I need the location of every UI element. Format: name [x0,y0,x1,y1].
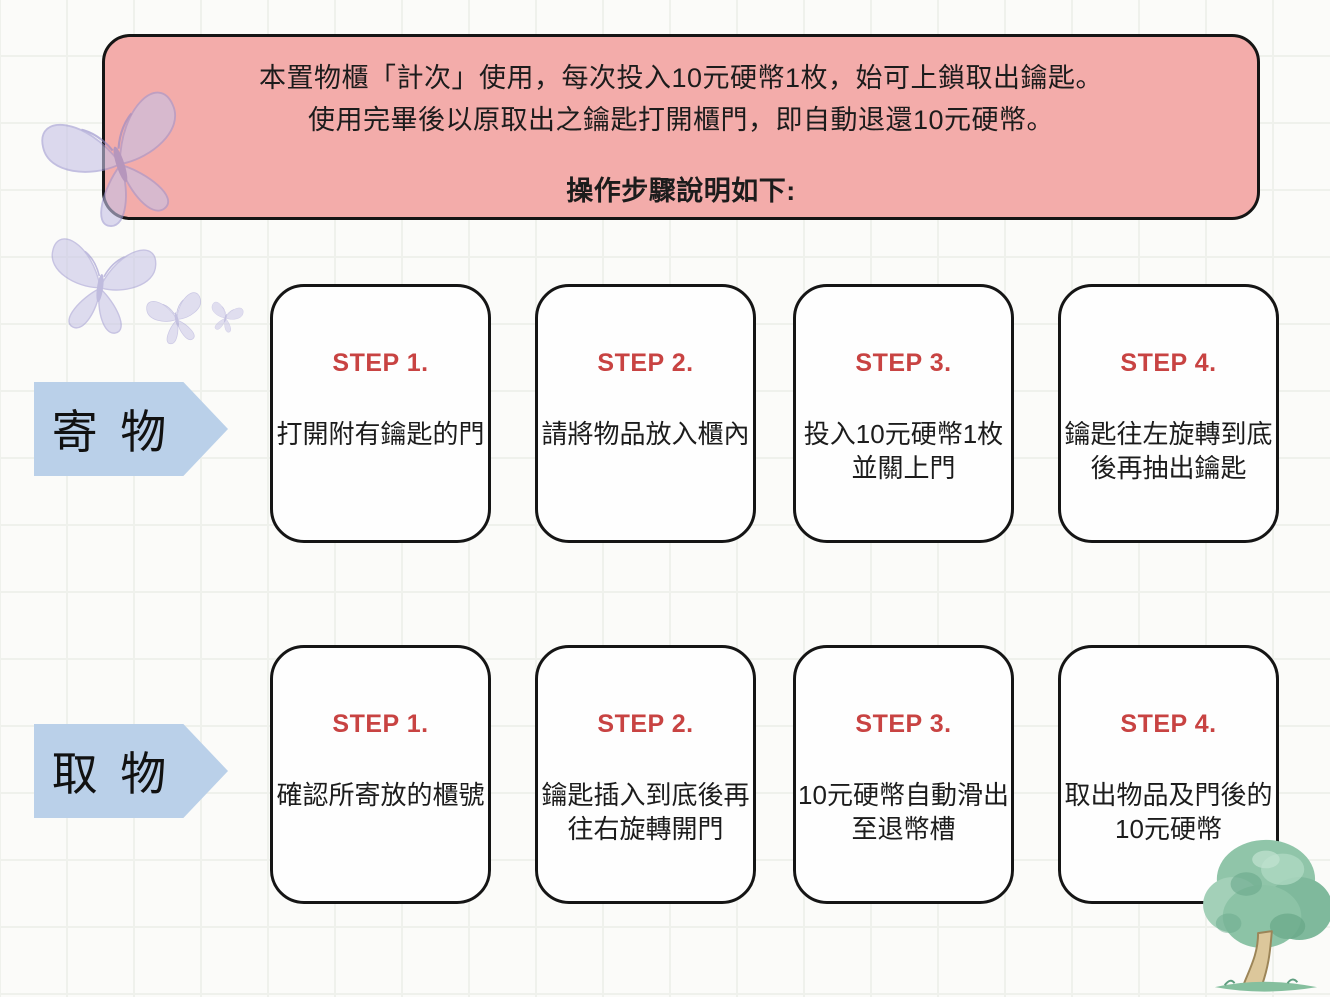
step-description-line: 後再抽出鑰匙 [1090,453,1247,483]
retrieve-step-1-card: STEP 1. 確認所寄放的櫃號 [270,645,491,904]
deposit-step-2-card: STEP 2. 請將物品放入櫃內 [535,284,756,543]
step-title: STEP 2. [597,349,694,377]
step-title: STEP 2. [597,710,694,738]
deposit-label-text: 寄 物 [51,405,167,459]
step-description: 投入10元硬幣1枚 並關上門 [796,417,1011,485]
instructions-panel: 本置物櫃「計次」使用，每次投入10元硬幣1枚，始可上鎖取出鑰匙。 使用完畢後以原… [102,34,1260,220]
step-title: STEP 4. [1120,710,1217,738]
butterfly-icon [204,294,248,338]
step-description: 打開附有鑰匙的門 [273,417,488,451]
retrieve-step-3-card: STEP 3. 10元硬幣自動滑出 至退幣槽 [793,645,1014,904]
retrieve-label-text: 取 物 [51,747,167,801]
butterfly-icon [139,279,213,353]
step-title: STEP 3. [855,710,952,738]
deposit-arrow-label: 寄 物 [34,382,228,476]
deposit-step-1-card: STEP 1. 打開附有鑰匙的門 [270,284,491,543]
instructions-line-1: 本置物櫃「計次」使用，每次投入10元硬幣1枚，始可上鎖取出鑰匙。 [258,63,1104,93]
step-description: 10元硬幣自動滑出 至退幣槽 [796,778,1011,846]
instructions-line-2: 使用完畢後以原取出之鑰匙打開櫃門，即自動退還10元硬幣。 [307,105,1055,135]
step-description: 請將物品放入櫃內 [538,417,753,451]
step-description-line: 鑰匙插入到底後再 [541,780,750,810]
instructions-line-3: 操作步驟說明如下: [566,176,796,206]
step-description-line: 打開附有鑰匙的門 [276,419,485,449]
step-title: STEP 3. [855,349,952,377]
butterfly-icon [34,214,167,347]
step-description: 確認所寄放的櫃號 [273,778,488,812]
step-description-line: 10元硬幣 [1115,814,1222,844]
step-description: 取出物品及門後的 10元硬幣 [1061,778,1276,846]
deposit-step-3-card: STEP 3. 投入10元硬幣1枚 並關上門 [793,284,1014,543]
step-description-line: 往右旋轉開門 [567,814,724,844]
retrieve-arrow-label: 取 物 [34,724,228,818]
step-description-line: 至退幣槽 [851,814,956,844]
step-description-line: 鑰匙往左旋轉到底 [1064,419,1273,449]
step-description: 鑰匙插入到底後再 往右旋轉開門 [538,778,753,846]
step-title: STEP 1. [332,710,429,738]
step-description-line: 10元硬幣自動滑出 [798,780,1009,810]
step-description-line: 並關上門 [851,453,956,483]
retrieve-step-2-card: STEP 2. 鑰匙插入到底後再 往右旋轉開門 [535,645,756,904]
step-description-line: 取出物品及門後的 [1064,780,1273,810]
step-title: STEP 1. [332,349,429,377]
deposit-step-4-card: STEP 4. 鑰匙往左旋轉到底 後再抽出鑰匙 [1058,284,1279,543]
retrieve-step-4-card: STEP 4. 取出物品及門後的 10元硬幣 [1058,645,1279,904]
step-title: STEP 4. [1120,349,1217,377]
step-description-line: 投入10元硬幣1枚 [803,419,1004,449]
step-description-line: 請將物品放入櫃內 [541,419,750,449]
step-description-line: 確認所寄放的櫃號 [276,780,485,810]
step-description: 鑰匙往左旋轉到底 後再抽出鑰匙 [1061,417,1276,485]
